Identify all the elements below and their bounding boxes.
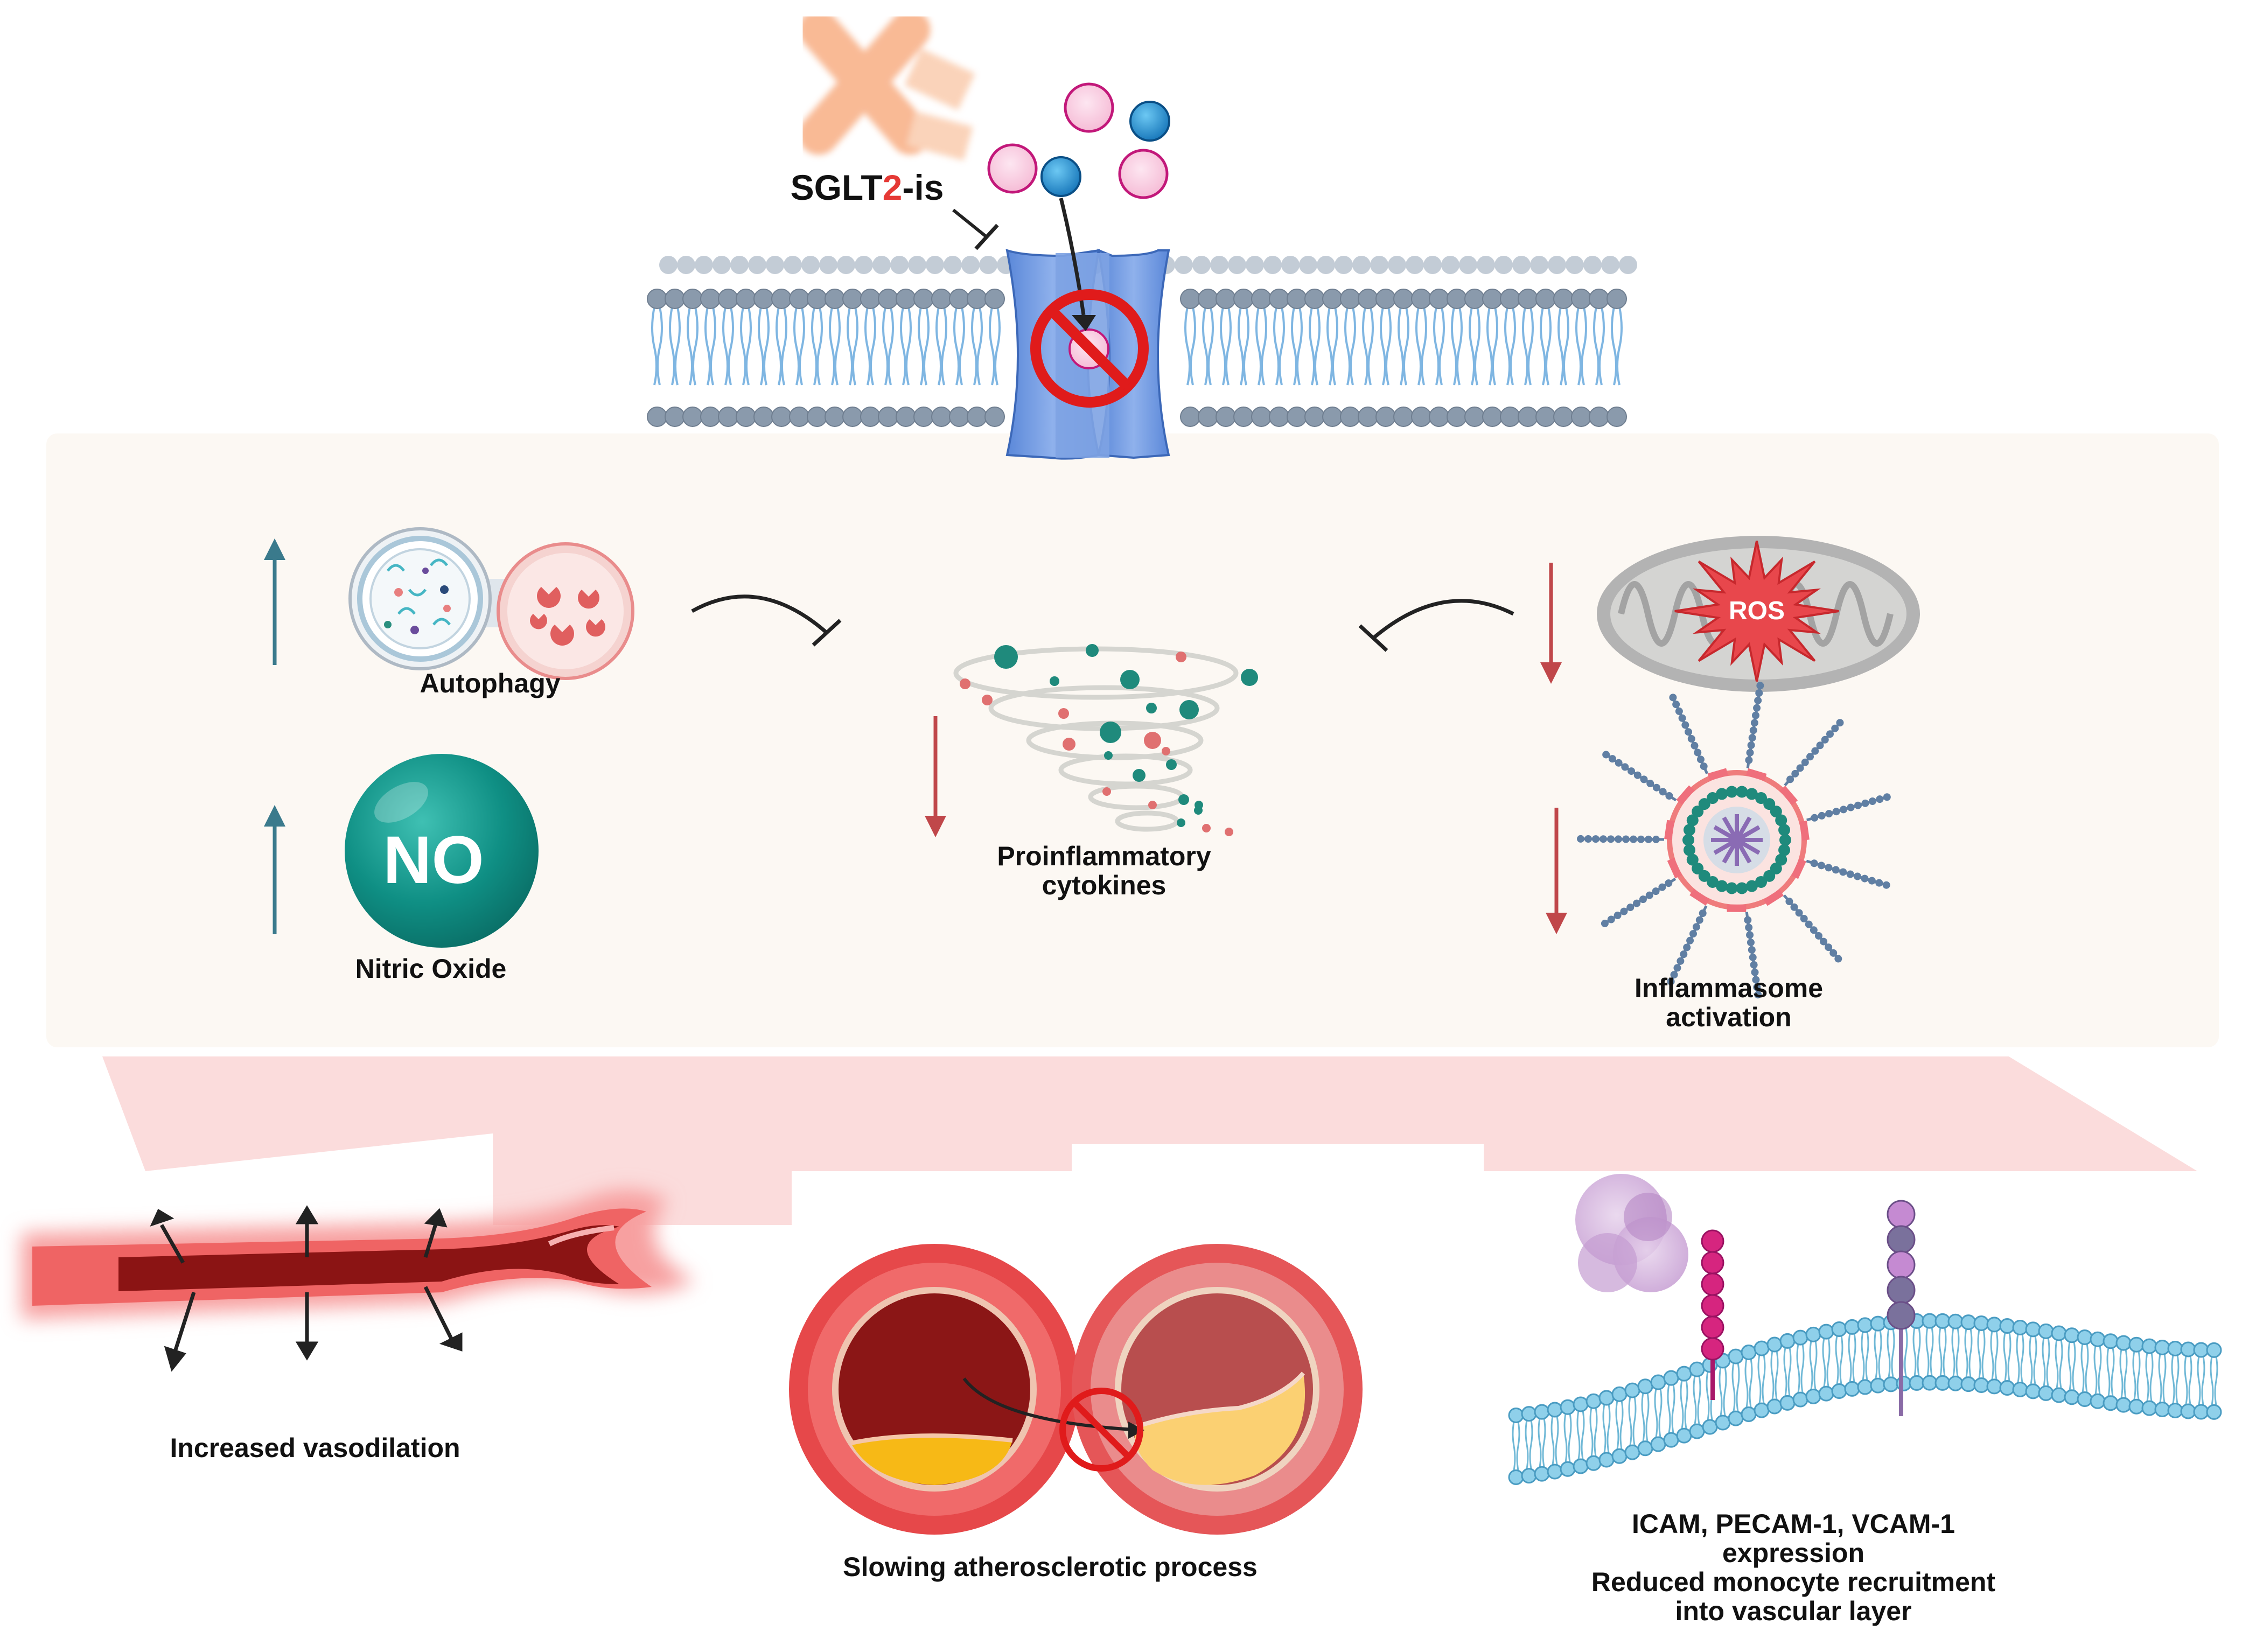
sglt2-inhibit-line	[952, 208, 988, 239]
inflammasome-icon	[1577, 682, 1891, 999]
atherosclerosis-label: Slowing atherosclerotic process	[843, 1552, 1258, 1582]
adhesion-molecule-icam	[1701, 1229, 1724, 1400]
inflammasome-label: Inflammasome activation	[1634, 973, 1824, 1032]
adhesion-molecule-vcam	[1887, 1200, 1916, 1416]
autophagy-label: Autophagy	[420, 668, 561, 698]
progression-prohibition-sign	[1059, 1388, 1143, 1472]
vasodilation-label: Increased vasodilation	[170, 1433, 460, 1463]
nitric-oxide-label: Nitric Oxide	[355, 954, 507, 984]
autophagy-icon	[348, 527, 634, 680]
endothelial-membrane	[1508, 1313, 2222, 1486]
cytokines-down-arrow	[925, 716, 946, 837]
ros-burst-icon: ROS	[1674, 541, 1839, 682]
dilated-vessel-icon	[22, 1190, 695, 1372]
monocyte-icon	[1575, 1174, 1688, 1292]
sglt2-inhibitor-label: SGLT2-is	[790, 167, 944, 207]
adhesion-molecules-label: ICAM, PECAM-1, VCAM-1 expression Reduced…	[1591, 1509, 1996, 1626]
funnel-projection	[102, 1056, 2197, 1225]
artery-cross-section-after	[1072, 1244, 1363, 1535]
ros-inhibit-arc	[1358, 599, 1514, 652]
nitric-oxide-sphere: NO	[345, 754, 539, 948]
ros-down-arrow	[1540, 563, 1562, 684]
ros-label: ROS	[1729, 597, 1785, 625]
sodium-ions	[1040, 101, 1170, 197]
transport-arrowhead	[1072, 315, 1096, 331]
autophagy-inhibit-arc	[691, 594, 842, 647]
inflammasome-down-arrow	[1546, 808, 1567, 934]
no-label: NO	[383, 823, 484, 898]
cytokine-storm-icon	[953, 644, 1258, 836]
autophagy-up-arrow	[264, 538, 285, 665]
artery-cross-section-before	[789, 1244, 1080, 1535]
prohibition-sign	[1030, 289, 1149, 408]
cytokines-label: Proinflammatory cytokines	[997, 841, 1211, 900]
sglt2-inhibitor-x-icon	[798, 9, 975, 161]
no-up-arrow	[264, 805, 285, 934]
progression-arrowhead	[1128, 1422, 1144, 1439]
